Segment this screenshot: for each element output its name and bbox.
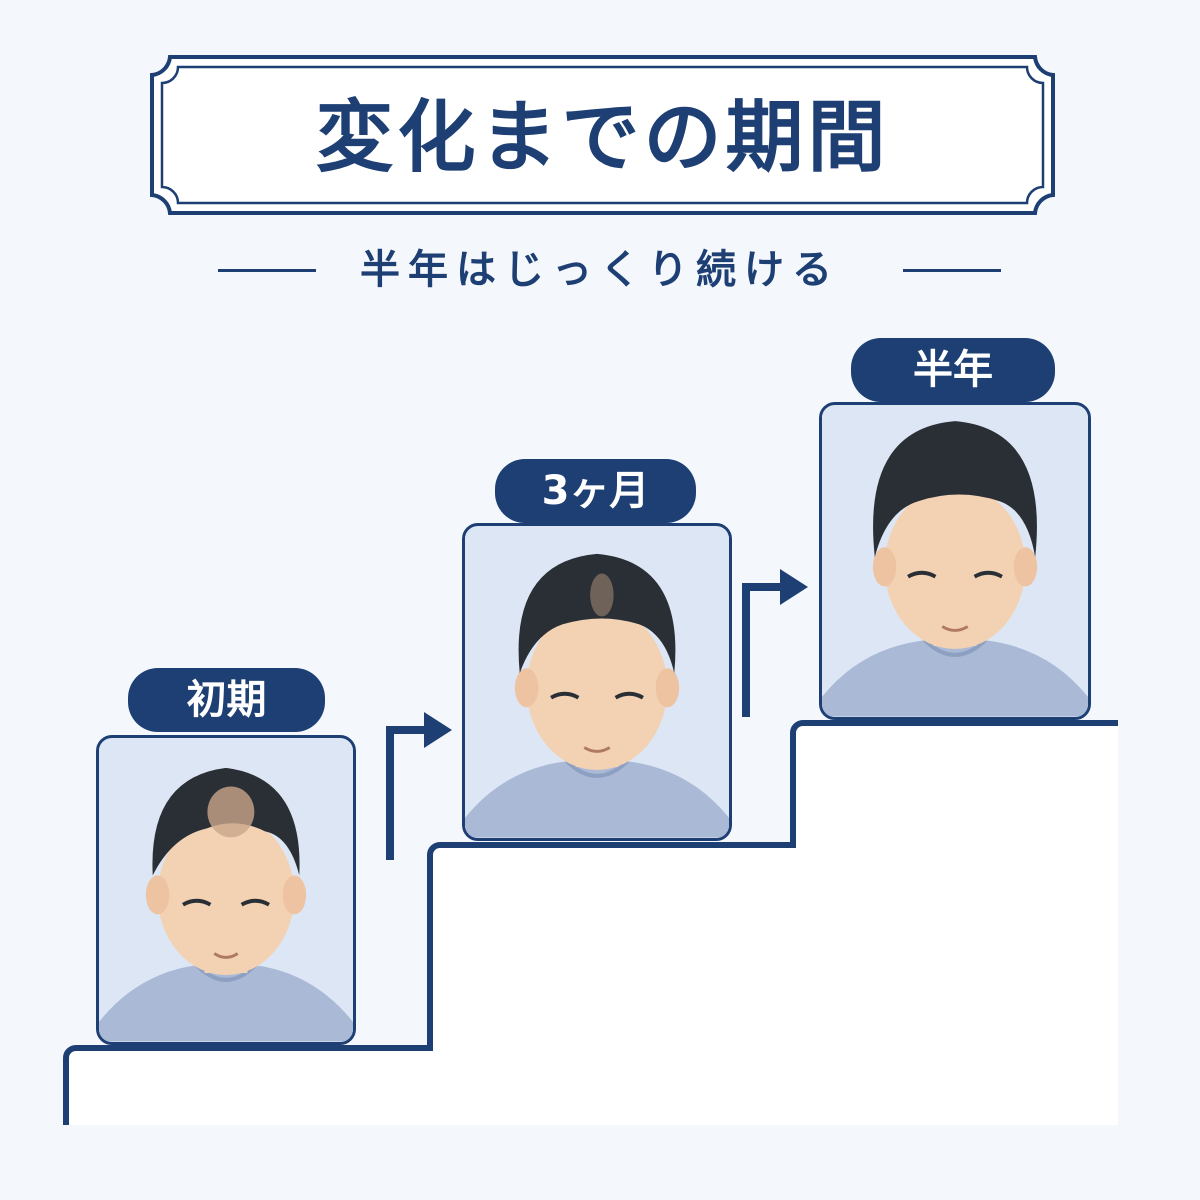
stage-card-initial — [96, 735, 356, 1045]
arrow-right-icon — [742, 569, 808, 717]
title-frame — [150, 55, 1055, 215]
face-illustration — [465, 526, 729, 838]
stage-label-3-months: 3ヶ月 — [495, 459, 696, 523]
stage-label-half-year: 半年 — [851, 338, 1055, 402]
subtitle: 半年はじっくり続ける — [360, 247, 840, 293]
arrow-right-icon — [386, 712, 452, 860]
stage-card-half-year — [819, 402, 1091, 720]
stage-label-initial: 初期 — [128, 668, 325, 732]
staircase-fill — [66, 723, 1118, 1125]
subtitle-line-left — [218, 269, 316, 272]
page-title: 変化までの期間 — [315, 93, 890, 183]
subtitle-line-right — [903, 269, 1001, 272]
face-illustration — [822, 405, 1088, 717]
staircase-line — [63, 720, 1118, 1125]
face-illustration — [99, 738, 353, 1042]
stage-card-3-months — [462, 523, 732, 841]
